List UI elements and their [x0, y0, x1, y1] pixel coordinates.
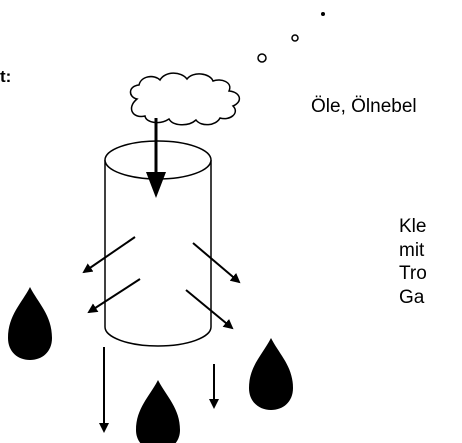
oil-drop-icon [136, 380, 180, 443]
emission-arrow [87, 278, 141, 314]
thought-dot-small [321, 12, 325, 16]
description-line: Ga [399, 287, 425, 308]
substance-label: Öle, Ölnebel [311, 96, 417, 117]
emission-arrow [82, 236, 136, 274]
thought-dot-medium [291, 34, 299, 42]
description-line: Kle [399, 216, 427, 237]
heading-fragment: t: [0, 67, 12, 86]
container-cylinder-icon [104, 140, 212, 347]
cylinder-body [104, 160, 212, 347]
description-line: Tro [399, 263, 427, 284]
thought-dot-large [257, 53, 267, 63]
thought-cloud-icon [129, 72, 241, 126]
oil-drop-icon [249, 338, 293, 410]
oil-drop-icon [8, 287, 52, 360]
description-line: mit [399, 240, 425, 261]
input-arrow [146, 118, 166, 198]
emission-arrow [185, 289, 234, 330]
emission-arrow [192, 242, 241, 284]
